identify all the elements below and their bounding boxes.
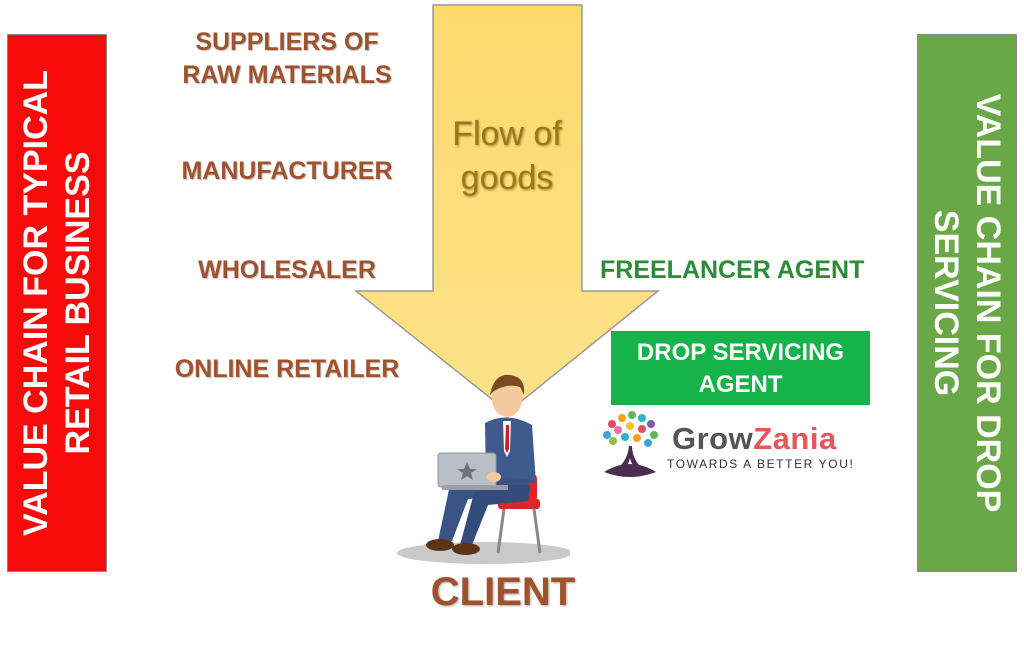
client-label: CLIENT (430, 570, 576, 614)
drop-servicing-agent-box: DROP SERVICING AGENT (611, 331, 870, 405)
manufacturer-label: MANUFACTURER (181, 157, 393, 185)
flow-of-goods-label: Flow of goods (452, 115, 562, 197)
client-person-icon (397, 374, 570, 564)
growzania-wordmark: GrowZania (672, 421, 837, 457)
flow-arrow-shape (353, 4, 661, 413)
online-retailer-label: ONLINE RETAILER (174, 355, 400, 383)
drop-servicing-banner: VALUE CHAIN FOR DROP SERVICING (917, 34, 1017, 572)
freelancer-agent-label: FREELANCER AGENT (600, 256, 865, 284)
logo-grow: Grow (672, 421, 754, 456)
retail-chain-banner: VALUE CHAIN FOR TYPICAL RETAIL BUSINESS (7, 34, 107, 572)
growzania-tagline: TOWARDS A BETTER YOU! (667, 457, 855, 471)
growzania-tree-icon (603, 411, 658, 477)
logo-zania: Zania (753, 421, 837, 456)
wholesaler-label: WHOLESALER (198, 256, 376, 284)
suppliers-label: SUPPLIERS OF RAW MATERIALS (182, 28, 392, 89)
